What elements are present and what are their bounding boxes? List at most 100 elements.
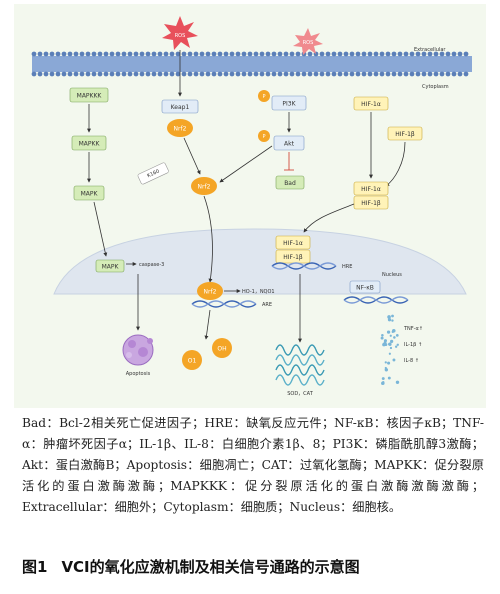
hif1a-label-b: HIF-1α — [361, 186, 381, 193]
lipid-head — [403, 51, 409, 57]
lipid-head — [121, 71, 127, 77]
lipid-head — [433, 71, 439, 77]
hif1a-label-c: HIF-1α — [283, 240, 303, 247]
cell-membrane — [31, 51, 472, 77]
nfkb-label: NF-κB — [356, 285, 374, 292]
lipid-head — [349, 51, 355, 57]
lipid-head — [187, 51, 193, 57]
lipid-head — [49, 71, 55, 77]
legend-entry: HRE：缺氧反应元件； — [204, 416, 335, 430]
arrow-nrf2-nucleus — [203, 195, 213, 283]
cytokine-dot — [388, 343, 391, 346]
lipid-head — [403, 71, 409, 77]
lipid-head — [145, 71, 151, 77]
lipid-head — [139, 51, 145, 57]
lipid-head — [373, 71, 379, 77]
lipid-head — [253, 71, 259, 77]
cytokine-dot — [390, 339, 394, 343]
hif1b-box-b — [353, 195, 389, 210]
lipid-head — [61, 71, 67, 77]
lipid-head — [463, 71, 469, 77]
lipid-head — [127, 71, 133, 77]
lipid-head — [415, 71, 421, 77]
legend-entry: NF-κB：核因子κB； — [334, 416, 454, 430]
nrf2-nucleus — [197, 282, 223, 300]
arrow-hif-nucleus — [303, 203, 355, 233]
cytokine-release-dots — [380, 314, 400, 386]
ho1-nqo1-label: HO-1，NQO1 — [242, 289, 275, 295]
lipid-head — [175, 51, 181, 57]
lipid-head — [421, 71, 427, 77]
lipid-head — [103, 51, 109, 57]
legend-entry: Cytoplasm：细胞质； — [163, 500, 290, 514]
akt-box — [273, 135, 305, 151]
legend-entry: Apoptosis：细胞凋亡； — [126, 458, 262, 472]
cytokine-dot — [394, 345, 398, 348]
hre-dna-icon — [271, 262, 337, 270]
o1-circle — [182, 350, 202, 370]
cytokine-dot — [387, 318, 392, 322]
lipid-head — [427, 71, 433, 77]
lipid-head — [361, 71, 367, 77]
akt-label: Akt — [284, 141, 295, 148]
lipid-head — [385, 51, 391, 57]
lipid-head — [397, 71, 403, 77]
pi3k-label: PI3K — [282, 101, 296, 108]
cytokine-dot — [395, 333, 399, 337]
lipid-head — [283, 71, 289, 77]
o1-label: O1 — [188, 358, 197, 365]
lipid-head — [295, 71, 301, 77]
lipid-head — [289, 71, 295, 77]
cytokine-dot — [387, 376, 391, 380]
lipid-head — [211, 71, 217, 77]
lipid-head — [109, 51, 115, 57]
lipid-head — [265, 71, 271, 77]
lipid-head — [37, 51, 43, 57]
lipid-head — [307, 51, 313, 57]
mapkk-box — [71, 135, 107, 151]
lipid-head — [271, 51, 277, 57]
lipid-head — [31, 51, 37, 57]
lipid-head — [151, 51, 157, 57]
mapk-box — [73, 185, 105, 201]
lipid-head — [301, 71, 307, 77]
lipid-head — [259, 51, 265, 57]
lipid-head — [193, 51, 199, 57]
legend-entry: Akt：蛋白激酶B； — [22, 458, 127, 472]
lipid-head — [445, 71, 451, 77]
lipid-head — [91, 71, 97, 77]
caspase-label: caspase-3 — [139, 262, 164, 268]
lipid-head — [133, 71, 139, 77]
nrf2-label-a: Nrf2 — [174, 126, 187, 133]
lipid-head — [277, 51, 283, 57]
cytokine-dot — [381, 377, 385, 381]
lipid-head — [175, 71, 181, 77]
cytokine-dot — [384, 368, 389, 372]
mapkk-label: MAPKK — [79, 141, 101, 148]
lipid-head — [421, 51, 427, 57]
lipid-head — [43, 51, 49, 57]
nrf2-cytoplasm-b — [191, 177, 217, 195]
legend-entry: Nucleus：细胞核。 — [289, 500, 402, 514]
oh-label: OH — [217, 346, 226, 353]
bad-label: Bad — [284, 180, 296, 187]
cytokine-dot — [383, 339, 387, 343]
lipid-head — [67, 51, 73, 57]
il8-label: IL-8 ↑ — [404, 358, 419, 364]
lipid-head — [319, 71, 325, 77]
cytokine-dot — [392, 329, 396, 333]
mapk-nuclear-label: MAPK — [102, 264, 120, 271]
oh-circle — [212, 338, 232, 358]
ros-burst-1: ROS — [162, 16, 198, 50]
legend-entry: CAT：过氧化氢酶； — [261, 458, 375, 472]
lipid-head — [205, 71, 211, 77]
cytokine-dot — [387, 315, 391, 319]
hif1b-box-a — [387, 126, 423, 141]
extracellular-label: Extracellular — [414, 47, 446, 53]
lipid-head — [241, 51, 247, 57]
lipid-head — [211, 51, 217, 57]
lipid-head — [109, 71, 115, 77]
lipid-head — [265, 51, 271, 57]
hif1a-box-b — [353, 181, 389, 196]
